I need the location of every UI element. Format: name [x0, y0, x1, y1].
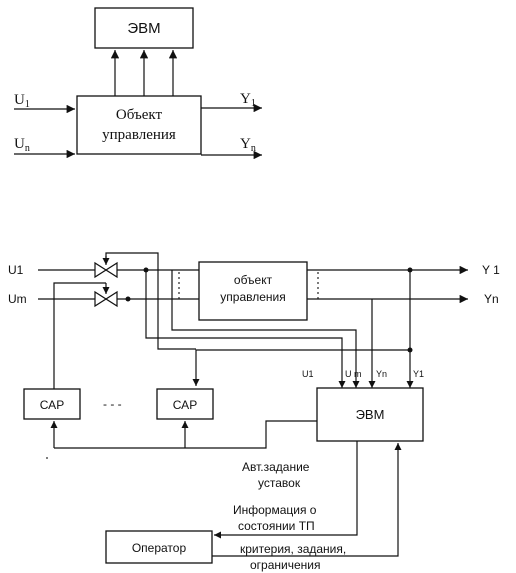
- computer-to-sar-right: [192, 349, 410, 386]
- junction-um: [125, 296, 131, 302]
- info-to-operator-line: [214, 441, 358, 539]
- criteria-line1: критерия, задания,: [240, 542, 346, 556]
- valve-u1-actuator-line: [105, 252, 196, 350]
- valve-u1-icon: [94, 261, 118, 279]
- bottom-diagram: U1 Um объект управления Y 1 Y: [8, 252, 500, 572]
- object-label-line1: объект: [234, 273, 273, 287]
- measure-um-line: [171, 270, 360, 388]
- object-label-line2: управления: [220, 290, 285, 304]
- computer-label: ЭВМ: [356, 407, 385, 422]
- criteria-to-computer-line: [212, 443, 402, 557]
- top-input-label-last: Un: [14, 136, 30, 154]
- object-box: [198, 261, 308, 321]
- top-input-label-first: U1: [14, 92, 30, 110]
- computer-input-label-y1: Y1: [413, 369, 424, 379]
- top-output-label-first: Y1: [240, 91, 256, 109]
- stray-dot: [46, 457, 48, 459]
- computer-input-label-yn: Yn: [376, 369, 387, 379]
- sar-right-box: [156, 388, 214, 420]
- top-diagram: ЭВМ Объект управления U1 Un Y1 Yn: [14, 7, 262, 160]
- auto-setpoints-line2: уставок: [258, 476, 301, 490]
- top-computer-label: ЭВМ: [127, 20, 160, 37]
- sar-right-label: САР: [173, 398, 197, 412]
- setpoint-bus-line: [54, 420, 317, 449]
- output-yn-label: Yn: [484, 292, 499, 306]
- valve-um-icon: [94, 290, 118, 308]
- sar-left-label: САР: [40, 398, 64, 412]
- top-object-box: [76, 95, 202, 155]
- criteria-line2: ограничения: [250, 558, 320, 572]
- output-y1-label: Y 1: [482, 263, 500, 277]
- process-info-line1: Информация о: [233, 503, 317, 517]
- operator-label: Оператор: [132, 541, 187, 555]
- top-computer-box: [94, 7, 194, 49]
- input-u1-label: U1: [8, 263, 24, 277]
- valve-um-actuator-line: [53, 282, 106, 392]
- sar-ellipsis: - - -: [103, 397, 122, 411]
- computer-input-label-um: U m: [345, 369, 362, 379]
- measure-u1-line: [145, 270, 346, 388]
- top-output-label-last: Yn: [240, 136, 256, 154]
- computer-input-label-u1: U1: [302, 369, 314, 379]
- auto-setpoints-line1: Авт.задание: [242, 460, 310, 474]
- sar-left-box: [23, 388, 81, 420]
- top-object-label-line1: Объект: [116, 107, 163, 123]
- operator-box: [105, 530, 213, 564]
- process-info-line2: состоянии ТП: [238, 519, 315, 533]
- input-um-label: Um: [8, 292, 27, 306]
- top-object-label-line2: управления: [102, 127, 176, 143]
- computer-box: [316, 387, 424, 442]
